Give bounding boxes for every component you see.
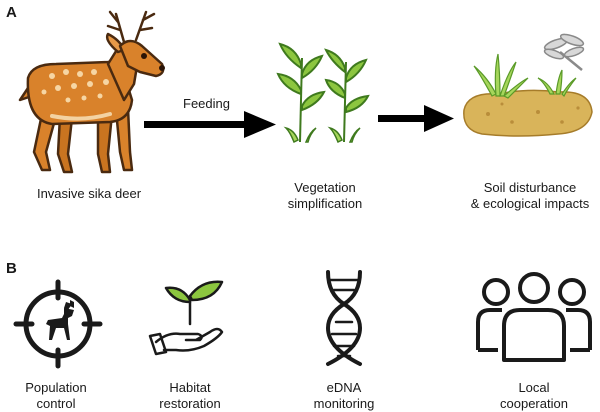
people-group-icon: [476, 272, 592, 362]
vegetation-caption-line2: simplification: [287, 196, 363, 211]
vegetation-caption: Vegetation simplification: [270, 180, 380, 212]
feeding-arrow: [144, 111, 276, 138]
soil-disturbance-illustration: [463, 33, 593, 137]
vegetation-illustration: [276, 42, 370, 144]
local-cooperation-line2: cooperation: [500, 396, 568, 411]
soil-caption-line1: Soil disturbance: [483, 180, 577, 195]
edna-monitoring-line1: eDNA: [326, 380, 362, 395]
habitat-restoration-line1: Habitat: [169, 380, 211, 395]
panel-b-label: B: [6, 260, 17, 277]
vegetation-caption-line1: Vegetation: [294, 180, 356, 195]
local-cooperation-line1: Local: [518, 380, 550, 395]
soil-caption-line2: & ecological impacts: [470, 196, 590, 211]
population-control-line2: control: [36, 396, 76, 411]
edna-monitoring-caption: eDNA monitoring: [292, 380, 396, 412]
sika-deer-illustration: [18, 10, 165, 174]
feeding-label: Feeding: [183, 96, 230, 111]
panel-a-label: A: [6, 4, 17, 21]
population-control-line1: Population: [25, 380, 87, 395]
dna-icon: [325, 270, 363, 366]
soil-caption: Soil disturbance & ecological impacts: [460, 180, 600, 212]
deer-target-icon: [13, 279, 103, 369]
local-cooperation-caption: Local cooperation: [482, 380, 586, 412]
habitat-restoration-line2: restoration: [159, 396, 221, 411]
impact-arrow: [378, 105, 454, 132]
population-control-caption: Population control: [4, 380, 108, 412]
habitat-restoration-caption: Habitat restoration: [138, 380, 242, 412]
hand-sprout-icon: [148, 280, 224, 356]
edna-monitoring-line2: monitoring: [313, 396, 375, 411]
deer-caption: Invasive sika deer: [36, 186, 142, 201]
